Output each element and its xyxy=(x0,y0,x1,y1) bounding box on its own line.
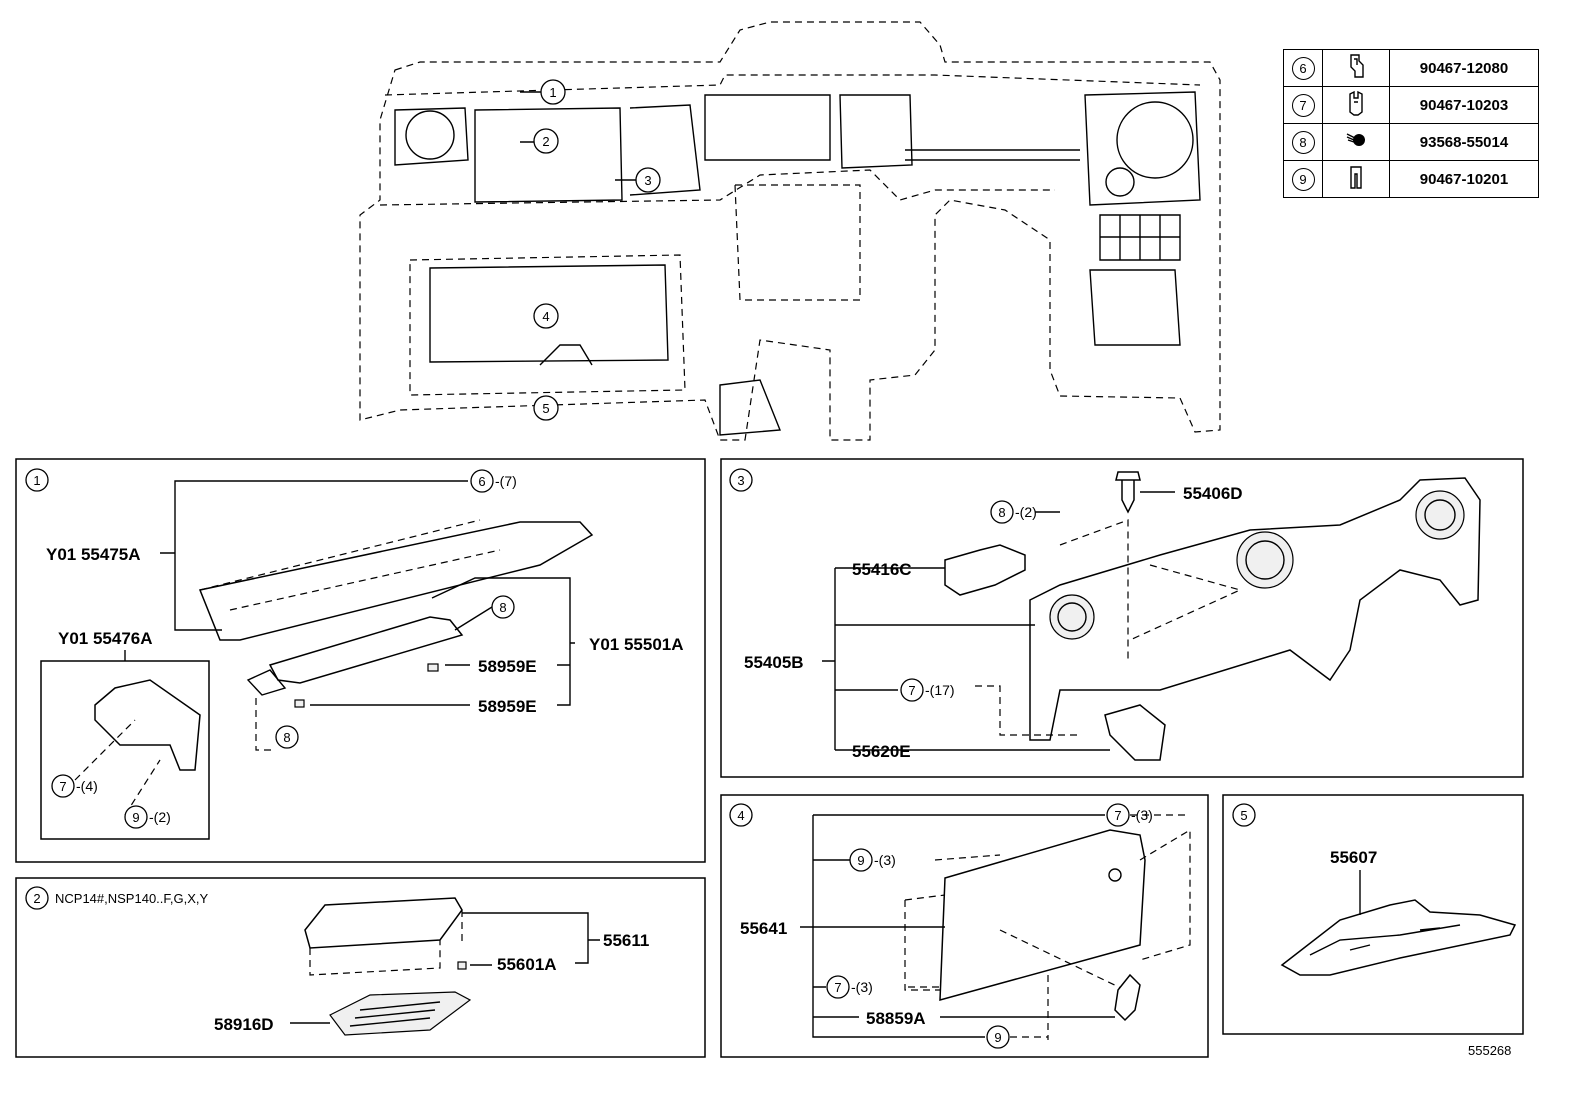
qty-7: -(17) xyxy=(925,682,955,698)
legend-row: 6 90467-12080 xyxy=(1283,49,1539,87)
screw-part xyxy=(1115,471,1141,514)
panel-1: 1 6 -(7) Y01 55475A Y01 55476A 8 Y01 555… xyxy=(15,458,706,863)
panel-5-id: 5 xyxy=(1240,808,1247,823)
glove-box-door-part xyxy=(939,829,1146,1001)
part-number-58959E: 58959E xyxy=(478,697,537,716)
legend-part-number: 93568-55014 xyxy=(1389,123,1539,161)
tray-part xyxy=(304,897,463,949)
part-number-55611: 55611 xyxy=(603,931,649,950)
panel-4: 4 7 -(3) 9 -(3) 55641 7 -(3) 58859A 9 xyxy=(720,794,1209,1058)
legend-callout: 6 xyxy=(1291,56,1315,80)
legend-row: 8 93568-55014 xyxy=(1283,123,1539,161)
instrument-panel-overview xyxy=(359,21,1221,441)
panel-3: 3 55406D 8 -(2) 55416C 55405B 7 -(17) 55… xyxy=(720,458,1524,778)
part-number-55476A: Y01 55476A xyxy=(58,629,153,648)
qty-9: -(2) xyxy=(149,809,171,825)
upper-garnish-part xyxy=(198,521,594,641)
legend-row: 9 90467-10201 xyxy=(1283,160,1539,198)
legend-callout: 9 xyxy=(1291,167,1315,191)
under-cover-part xyxy=(1280,899,1517,976)
fastener-legend-table: 6 90467-12080 7 90467-10203 8 93568-5501… xyxy=(1283,49,1539,198)
qty-8: -(2) xyxy=(1015,504,1037,520)
legend-part-number: 90467-12080 xyxy=(1389,49,1539,87)
legend-part-number: 90467-10203 xyxy=(1389,86,1539,124)
legend-callout: 8 xyxy=(1291,130,1315,154)
clip-icon xyxy=(1350,166,1362,189)
part-number-55416C: 55416C xyxy=(852,560,912,579)
part-number-55406D: 55406D xyxy=(1183,484,1243,503)
callout-8: 8 xyxy=(283,730,290,745)
callout-8: 8 xyxy=(499,600,506,615)
clip-icon xyxy=(1349,90,1363,116)
callout-7: 7 xyxy=(908,683,915,698)
callout-6: 6 xyxy=(478,474,485,489)
screw-icon xyxy=(1346,133,1365,146)
qty-7: -(3) xyxy=(1131,807,1153,823)
overview-callout-2: 2 xyxy=(542,134,549,149)
callout-7: 7 xyxy=(1114,808,1121,823)
legend-callout: 7 xyxy=(1291,93,1315,117)
overview-callout-5: 5 xyxy=(542,401,549,416)
side-bracket-part xyxy=(94,679,201,771)
panel-2: 2 NCP14#,NSP140..F,G,X,Y 55611 55601A 58… xyxy=(15,877,706,1058)
panel-1-id: 1 xyxy=(33,473,40,488)
part-number-55607: 55607 xyxy=(1330,848,1377,867)
panel-5: 5 55607 xyxy=(1222,794,1524,1035)
callout-7: 7 xyxy=(834,980,841,995)
callout-9: 9 xyxy=(857,853,864,868)
part-number-58859A: 58859A xyxy=(866,1009,926,1028)
illustration-code: 555268 xyxy=(1468,1043,1511,1058)
overview-callout-1: 1 xyxy=(549,85,556,100)
bracket-part xyxy=(944,544,1026,596)
qty-7: -(3) xyxy=(851,979,873,995)
lower-panel-part xyxy=(268,616,464,684)
part-number-58916D: 58916D xyxy=(214,1015,274,1034)
part-number-55620E: 55620E xyxy=(852,742,911,761)
panel-4-id: 4 xyxy=(737,808,744,823)
callout-9: 9 xyxy=(994,1030,1001,1045)
legend-part-number: 90467-10201 xyxy=(1389,160,1539,198)
callout-7: 7 xyxy=(59,779,66,794)
qty-9: -(3) xyxy=(874,852,896,868)
panel-2-id: 2 xyxy=(33,891,40,906)
panel-3-id: 3 xyxy=(737,473,744,488)
legend-row: 7 90467-10203 xyxy=(1283,86,1539,124)
part-number-55601A: 55601A xyxy=(497,955,557,974)
lock-cylinder-part xyxy=(1114,973,1141,1022)
part-number-55641: 55641 xyxy=(740,919,787,938)
part-number-58959E: 58959E xyxy=(478,657,537,676)
callout-9: 9 xyxy=(132,810,139,825)
overview-callout-3: 3 xyxy=(644,173,651,188)
qty-7: -(4) xyxy=(76,778,98,794)
knob-part xyxy=(1104,704,1166,761)
applicability-note: NCP14#,NSP140..F,G,X,Y xyxy=(55,891,209,906)
part-number-55501A: Y01 55501A xyxy=(589,635,684,654)
part-number-55405B: 55405B xyxy=(744,653,804,672)
overview-callout-4: 4 xyxy=(542,309,549,324)
part-number-55475A: Y01 55475A xyxy=(46,545,141,564)
lower-panel-part xyxy=(1029,477,1481,741)
callout-8: 8 xyxy=(998,505,1005,520)
clip-icon xyxy=(1350,54,1364,78)
overview-callouts: 1 2 3 4 5 xyxy=(533,79,661,421)
qty-6: -(7) xyxy=(495,473,517,489)
